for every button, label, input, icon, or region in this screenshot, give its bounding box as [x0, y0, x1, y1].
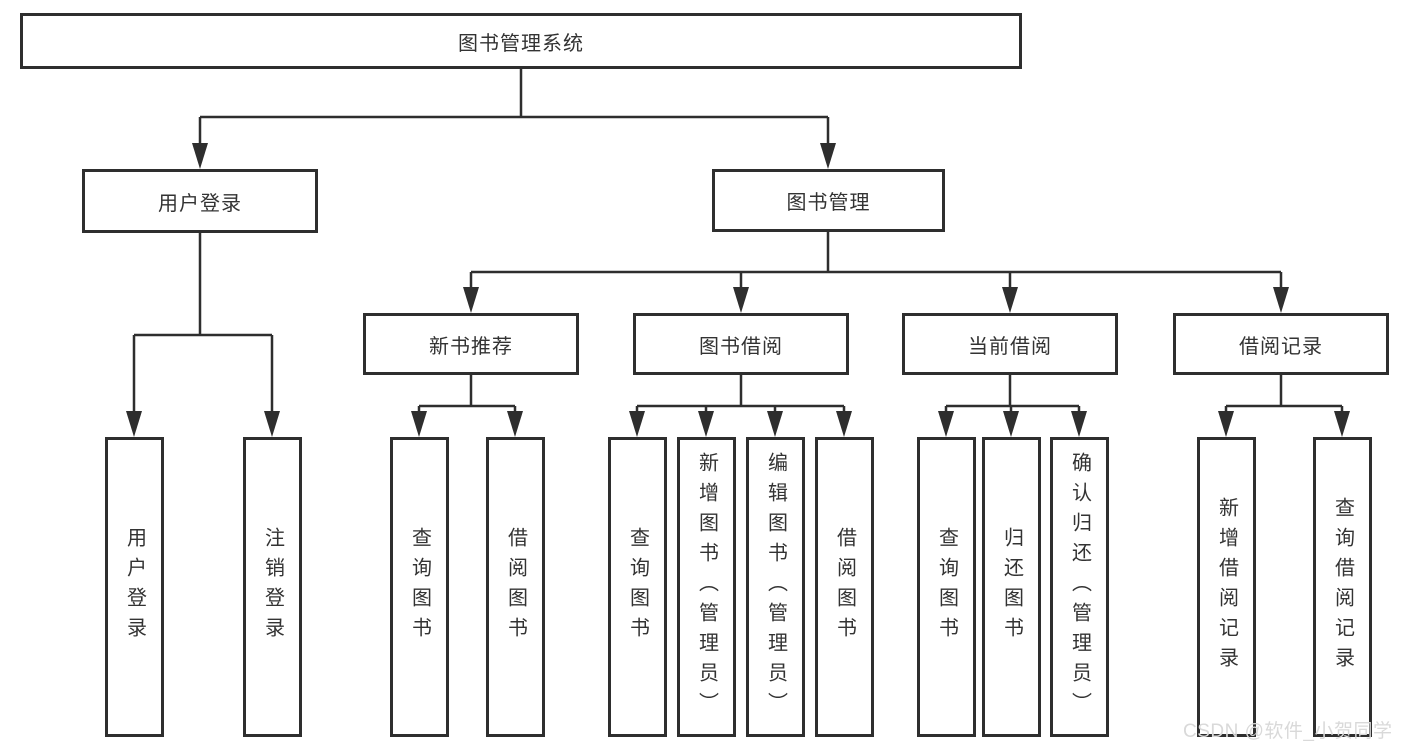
arrowhead — [463, 287, 479, 313]
connector-book-borrowing — [635, 375, 846, 415]
node-borrow-records: 借阅记录 — [1173, 313, 1389, 375]
node-current-borrowing-label: 当前借阅 — [968, 335, 1052, 358]
arrowhead — [1218, 411, 1234, 437]
node-root: 图书管理系统 — [20, 13, 1022, 69]
arrowheads — [126, 143, 1350, 437]
node-root-label: 图书管理系统 — [458, 32, 584, 55]
watermark: CSDN @软件_小贺同学 — [1183, 721, 1393, 742]
node-book-management: 图书管理 — [712, 169, 945, 232]
node-new-book-recommend: 新书推荐 — [363, 313, 579, 375]
leaf-recommend-borrow-books: 借阅图书 — [486, 437, 545, 737]
leaf-records-add-record-label: 新增借阅记录 — [1215, 497, 1238, 677]
leaf-borrowing-add-books-admin-label: 新增图书（管理员） — [695, 452, 718, 722]
node-borrow-records-label: 借阅记录 — [1239, 335, 1323, 358]
arrowhead — [507, 411, 523, 437]
leaf-borrowing-add-books-admin: 新增图书（管理员） — [677, 437, 736, 737]
node-book-management-label: 图书管理 — [786, 192, 871, 214]
leaf-recommend-query-books: 查询图书 — [390, 437, 449, 737]
arrowhead — [938, 411, 954, 437]
arrowhead — [820, 143, 836, 169]
arrowhead — [698, 411, 714, 437]
arrowhead — [1273, 287, 1289, 313]
leaf-borrowing-borrow-books-label: 借阅图书 — [833, 527, 856, 647]
arrowhead — [411, 411, 427, 437]
leaf-current-query-books-label: 查询图书 — [935, 527, 958, 647]
leaf-records-add-record: 新增借阅记录 — [1197, 437, 1256, 737]
leaf-current-confirm-return-admin: 确认归还（管理员） — [1050, 437, 1109, 737]
leaf-borrowing-borrow-books: 借阅图书 — [815, 437, 874, 737]
node-current-borrowing: 当前借阅 — [902, 313, 1118, 375]
leaf-borrowing-edit-books-admin: 编辑图书（管理员） — [746, 437, 805, 737]
arrowhead — [264, 411, 280, 437]
connector-new-book-rec — [417, 375, 517, 415]
leaf-records-query-record-label: 查询借阅记录 — [1331, 497, 1354, 677]
leaf-user-login: 用户登录 — [105, 437, 164, 737]
connector-user-login — [132, 232, 274, 415]
leaf-recommend-query-books-label: 查询图书 — [408, 527, 431, 647]
leaf-current-confirm-return-admin-label: 确认归还（管理员） — [1068, 452, 1091, 722]
node-new-book-recommend-label: 新书推荐 — [429, 335, 513, 358]
arrowhead — [1003, 411, 1019, 437]
arrowhead — [836, 411, 852, 437]
connector-current-borrow — [944, 375, 1081, 415]
arrowhead — [767, 411, 783, 437]
arrowhead — [1002, 287, 1018, 313]
arrowhead — [192, 143, 208, 169]
leaf-records-query-record: 查询借阅记录 — [1313, 437, 1372, 737]
connector-book-mgmt — [469, 232, 1283, 291]
node-book-borrowing-label: 图书借阅 — [699, 335, 783, 358]
leaf-logout-label: 注销登录 — [261, 527, 284, 647]
leaf-user-login-label: 用户登录 — [123, 527, 146, 647]
connector-root — [198, 69, 830, 147]
leaf-logout: 注销登录 — [243, 437, 302, 737]
leaf-recommend-borrow-books-label: 借阅图书 — [504, 527, 527, 647]
leaf-borrowing-query-books-label: 查询图书 — [626, 527, 649, 647]
arrowhead — [629, 411, 645, 437]
node-book-borrowing: 图书借阅 — [633, 313, 849, 375]
connector-borrow-records — [1224, 375, 1344, 415]
leaf-borrowing-edit-books-admin-label: 编辑图书（管理员） — [764, 452, 787, 722]
arrowhead — [126, 411, 142, 437]
node-user-login: 用户登录 — [82, 169, 318, 233]
leaf-borrowing-query-books: 查询图书 — [608, 437, 667, 737]
leaf-current-return-books-label: 归还图书 — [1000, 527, 1023, 647]
arrowhead — [733, 287, 749, 313]
arrowhead — [1071, 411, 1087, 437]
leaf-current-return-books: 归还图书 — [982, 437, 1041, 737]
arrowhead — [1334, 411, 1350, 437]
node-user-login-label: 用户登录 — [158, 192, 242, 215]
leaf-current-query-books: 查询图书 — [917, 437, 976, 737]
